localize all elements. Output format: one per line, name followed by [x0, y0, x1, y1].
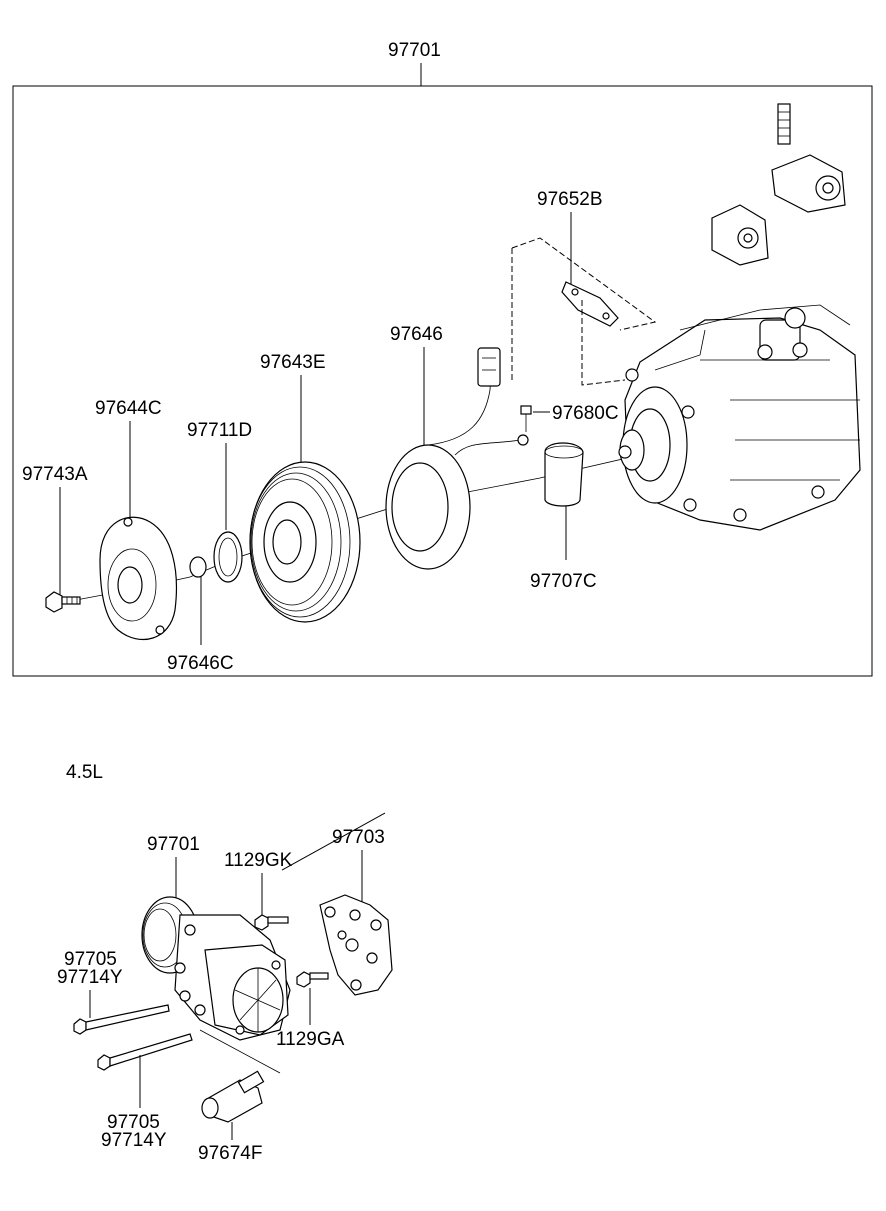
callout-1129GA: 1129GA: [276, 1029, 345, 1050]
bolt-1129GA: 1129GA: [276, 971, 345, 1050]
switch-97674F: 97674F: [198, 1029, 281, 1164]
callout-97652B: 97652B: [537, 189, 603, 210]
callout-97705-upper: 97705: [64, 949, 117, 970]
variant-4-5L-assembly: 4.5L 97701 1129GK 97703: [57, 762, 393, 1164]
bolt-97743A: 97743A: [22, 464, 88, 613]
bracket-97652B: 97652B: [511, 189, 657, 386]
assembly-frame: [12, 85, 873, 677]
bolt-1129GK: [254, 914, 289, 931]
compressor-body: [618, 304, 861, 531]
callout-97743A: 97743A: [22, 464, 88, 485]
callout-97680C: 97680C: [552, 403, 619, 424]
field-coil-97646: 97646: [385, 324, 529, 570]
valve-fitting-lower: [711, 204, 769, 266]
callout-97701-lower: 97701: [147, 834, 200, 855]
main-assembly: 97701: [12, 40, 873, 677]
clutch-hub-97644C: 97644C: [95, 398, 178, 640]
callout-97643E: 97643E: [260, 352, 326, 373]
shim-97646C: 97646C: [167, 556, 234, 674]
callout-97705-lower: 97705: [107, 1112, 160, 1133]
snap-ring-97711D: 97711D: [187, 420, 252, 583]
compressor-4-5L: [141, 896, 291, 1041]
callout-97711D: 97711D: [187, 420, 252, 441]
callout-97714Y-lower: 97714Y: [101, 1130, 167, 1151]
gasket-97703: [319, 894, 393, 996]
callout-97674F: 97674F: [198, 1143, 262, 1164]
screw-97680C: 97680C: [520, 403, 619, 432]
pulley-97643E: 97643E: [249, 352, 361, 623]
callout-1129GK: 1129GK: [224, 850, 293, 871]
callout-97703: 97703: [332, 827, 385, 848]
long-bolt-upper: [73, 1004, 170, 1035]
callout-97644C: 97644C: [95, 398, 162, 419]
callout-97646C: 97646C: [167, 653, 234, 674]
callout-97646: 97646: [390, 324, 443, 345]
spacer-97707C: 97707C: [530, 442, 597, 592]
long-bolt-lower: [97, 1033, 193, 1071]
callout-97714Y-upper: 97714Y: [57, 967, 123, 988]
valve-fitting-upper: [771, 103, 846, 213]
callout-97707C: 97707C: [530, 571, 597, 592]
variant-label: 4.5L: [66, 762, 103, 783]
callout-97701-top: 97701: [388, 40, 441, 61]
